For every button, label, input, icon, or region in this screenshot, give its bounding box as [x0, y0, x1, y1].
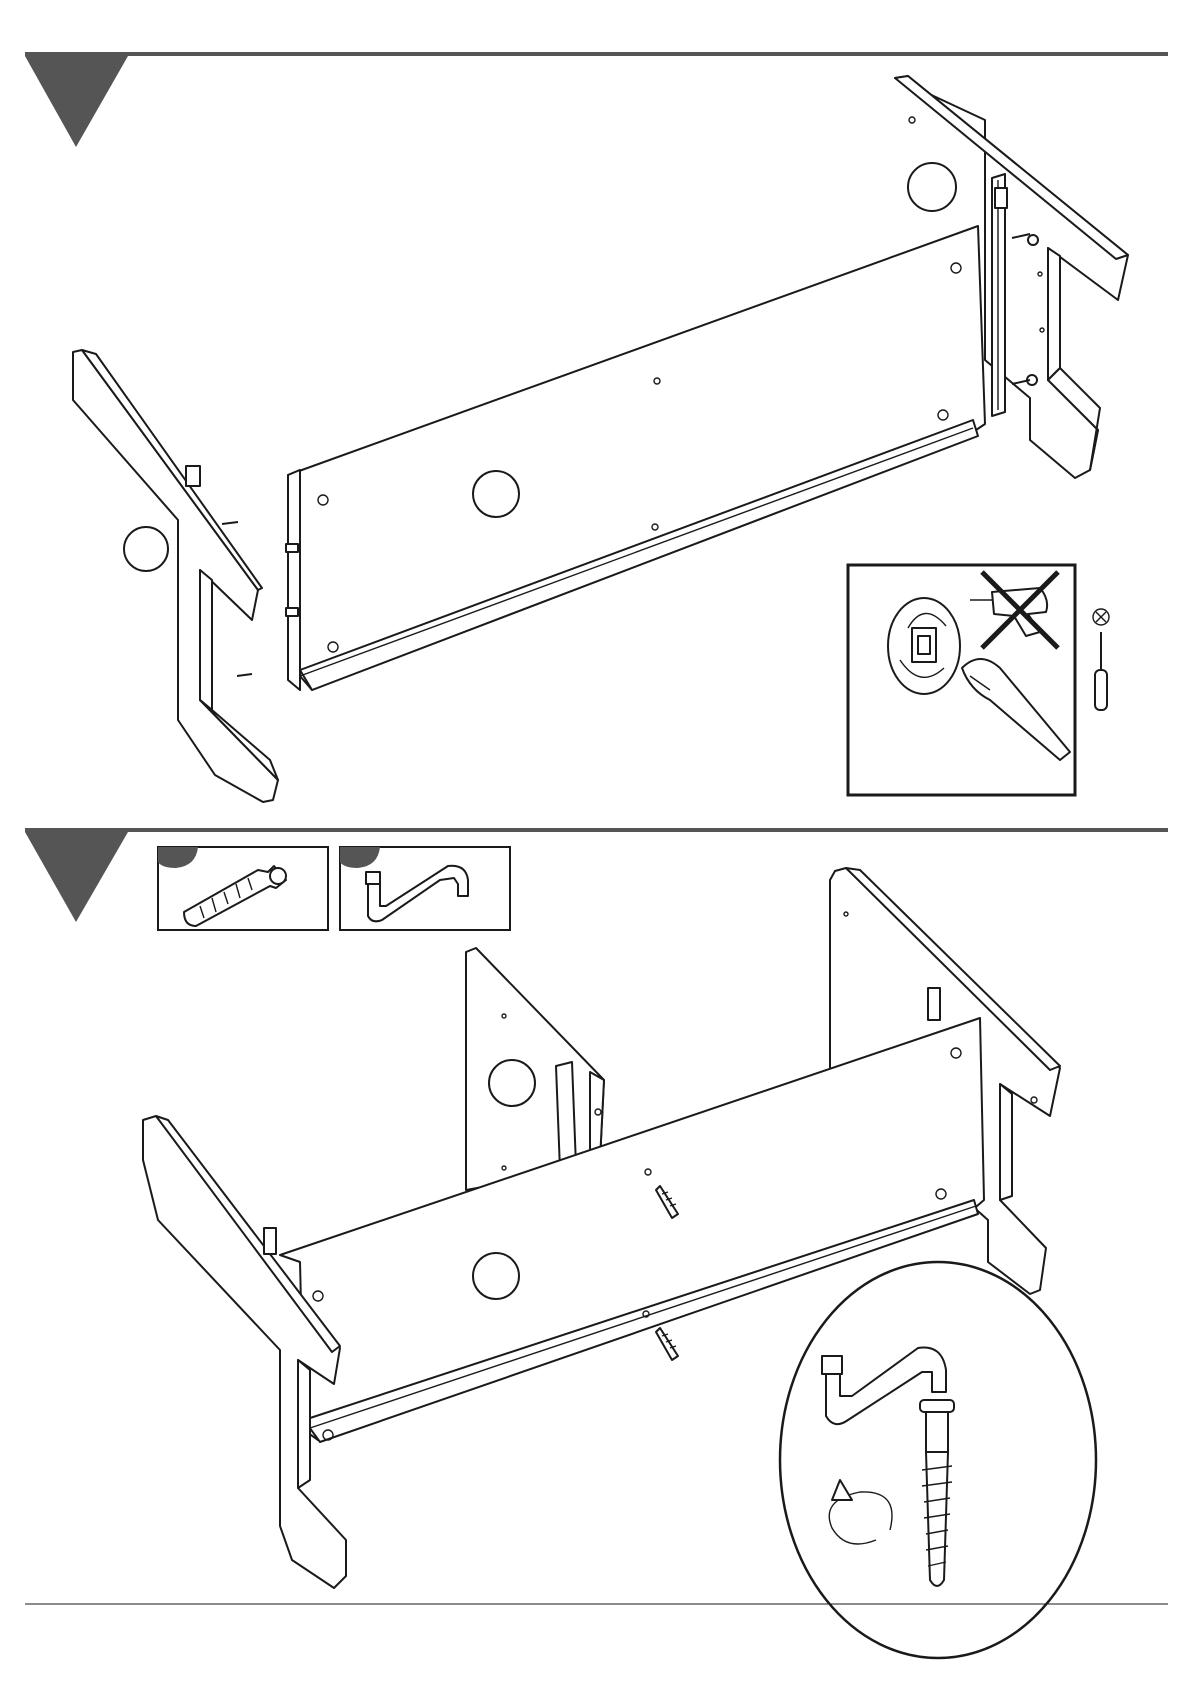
detail-callout-oval	[780, 1262, 1096, 1658]
hardware-box-screw	[158, 847, 328, 930]
step-divider-line	[25, 828, 1168, 832]
hardware-box-allen-key	[340, 847, 510, 930]
step-triangle-marker	[25, 56, 128, 147]
step-2	[25, 828, 1168, 1658]
step-divider-line	[25, 52, 1168, 56]
instruction-callout-box	[848, 565, 1109, 795]
step-triangle-marker	[25, 832, 128, 922]
cam-lock-icon	[888, 598, 960, 694]
left-side-panel	[143, 1116, 346, 1588]
left-side-panel	[73, 350, 278, 802]
phillips-screwdriver-icon	[1093, 609, 1109, 710]
step-1	[25, 52, 1168, 802]
